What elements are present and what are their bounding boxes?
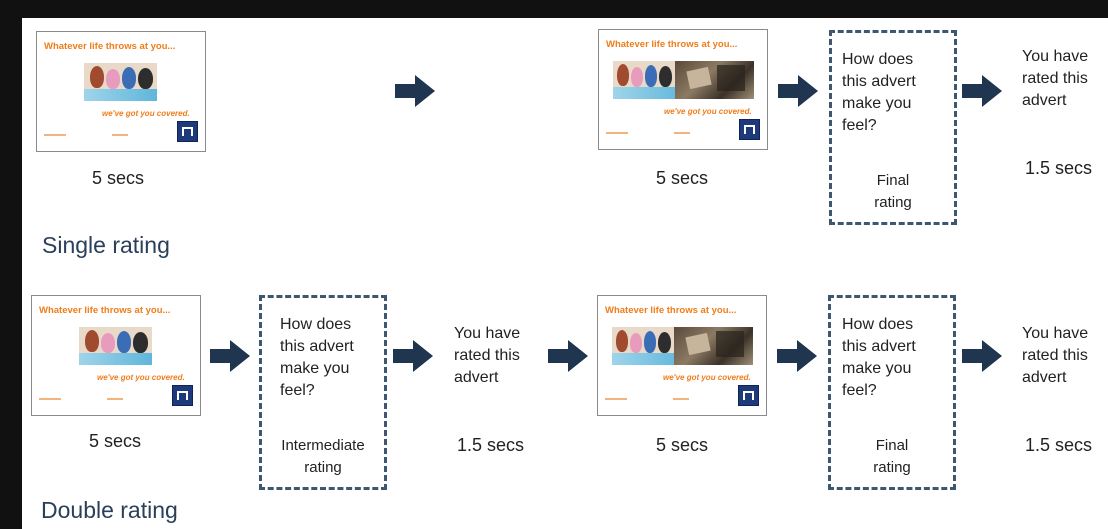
arrow-right-icon: [962, 340, 1002, 372]
arrow-right-icon: [210, 340, 250, 372]
advert-photo: [84, 63, 157, 101]
arrow-right-icon: [393, 340, 433, 372]
single-rating-heading: Single rating: [42, 232, 170, 258]
arrow-right-icon: [777, 340, 817, 372]
bank-building-icon: [738, 385, 759, 406]
advert-photo: [79, 327, 152, 365]
advert-image: Whatever life throws at you... we've got…: [36, 31, 206, 152]
arrow-right-icon: [395, 75, 435, 107]
final-rating-box: How does this advert make you feel? Fina…: [829, 30, 957, 225]
ad-duration: 5 secs: [656, 435, 709, 455]
rating-question: How does this advert make you feel?: [842, 316, 916, 399]
advert-photo: [612, 327, 753, 365]
rated-message: You have rated this advert: [1022, 48, 1089, 109]
advert-image: Whatever life throws at you... we've got…: [597, 295, 767, 416]
advert-tagline: Whatever life throws at you...: [606, 39, 738, 50]
bank-building-icon: [739, 119, 760, 140]
rating-duration: 1.5 secs: [1025, 158, 1093, 178]
intermediate-rating-box: How does this advert make you feel? Inte…: [259, 295, 387, 490]
ad-duration: 5 secs: [656, 168, 709, 188]
rated-message: You have rated this advert: [1022, 325, 1089, 386]
advert-covered-text: we've got you covered.: [97, 373, 185, 382]
rating-duration: 1.5 secs: [1025, 435, 1093, 455]
final-rating-label: Final rating: [874, 172, 912, 211]
ad-duration: 5 secs: [89, 431, 142, 451]
advert-covered-text: we've got you covered.: [664, 107, 752, 116]
ad-duration: 5 secs: [92, 168, 145, 188]
arrow-right-icon: [548, 340, 588, 372]
advert-covered-text: we've got you covered.: [102, 109, 190, 118]
left-border: [0, 0, 22, 529]
advert-tagline: Whatever life throws at you...: [44, 41, 176, 52]
final-rating-box: How does this advert make you feel? Fina…: [828, 295, 956, 490]
advert-photo: [613, 61, 754, 99]
final-rating-label: Final rating: [873, 437, 911, 476]
advert-tagline: Whatever life throws at you...: [39, 305, 171, 316]
double-rating-heading: Double rating: [41, 497, 178, 523]
bank-building-icon: [172, 385, 193, 406]
arrow-right-icon: [778, 75, 818, 107]
rated-message: You have rated this advert: [454, 325, 521, 386]
advert-tagline: Whatever life throws at you...: [605, 305, 737, 316]
bank-building-icon: [177, 121, 198, 142]
rating-question: How does this advert make you feel?: [280, 316, 354, 399]
rating-duration: 1.5 secs: [457, 435, 525, 455]
advert-image: Whatever life throws at you... we've got…: [598, 29, 768, 150]
arrow-right-icon: [962, 75, 1002, 107]
advert-image: Whatever life throws at you... we've got…: [31, 295, 201, 416]
advert-covered-text: we've got you covered.: [663, 373, 751, 382]
top-border: [0, 0, 1108, 18]
intermediate-rating-label: Intermediate rating: [281, 437, 365, 476]
rating-question: How does this advert make you feel?: [842, 51, 916, 134]
